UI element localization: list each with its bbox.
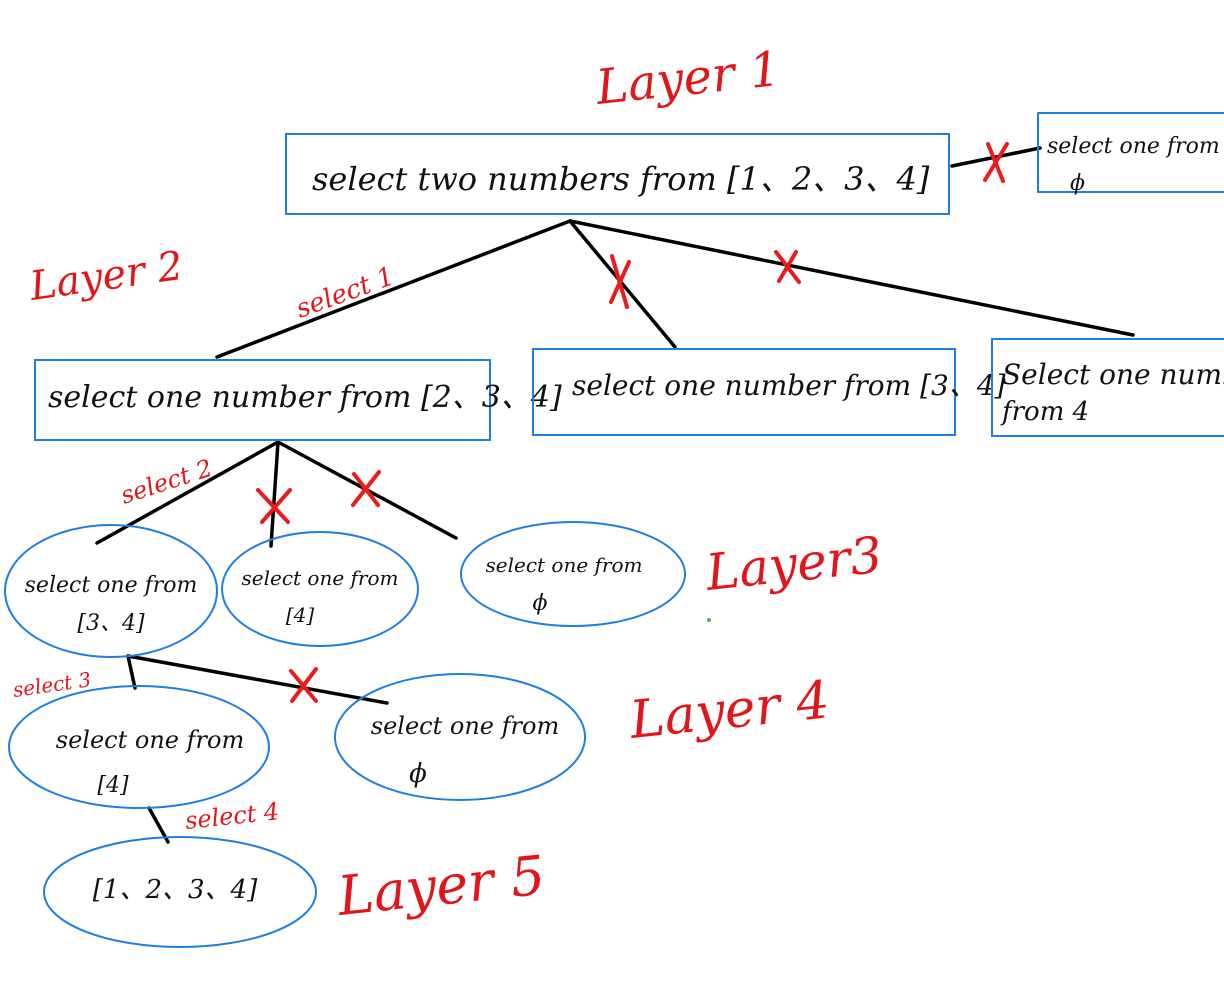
node-l3-a-label-2: [3、4] — [77, 611, 145, 636]
node-l4-a: select one from [4] — [8, 685, 270, 809]
edges — [95, 146, 1135, 844]
pruned-marks — [256, 142, 1009, 703]
cross-icon — [609, 254, 631, 309]
layer-label-5: Layer 5 — [334, 844, 548, 928]
node-root-side-label-1: select one from — [1047, 134, 1220, 159]
node-l3-b: select one from [4] — [221, 531, 419, 647]
node-root-side: select one from ϕ — [1037, 112, 1224, 196]
layer-label-4: Layer 4 — [626, 670, 832, 751]
edge-label-select-1: select 1 — [292, 261, 398, 324]
edge-label-select-2: select 2 — [117, 454, 215, 510]
edge-l3-a-to-l4-b — [126, 654, 389, 705]
edge-l3-a-to-l4-a — [126, 654, 137, 690]
node-l3-a: select one from [3、4] — [4, 524, 218, 658]
node-l5-a-label: [1、2、3、4] — [93, 875, 258, 905]
node-l2-c-label-1: Select one number — [1002, 358, 1224, 391]
cross-icon — [256, 488, 292, 524]
node-l2-a-label: select one number from [2、3、4] — [48, 380, 562, 415]
node-l3-c-label-2: ϕ — [533, 591, 548, 616]
node-l3-b-label-1: select one from — [241, 566, 398, 590]
node-l3-c: select one from ϕ — [460, 521, 686, 627]
node-l5-a: [1、2、3、4] — [43, 836, 317, 948]
node-l2-c: Select one number from 4 — [991, 338, 1224, 437]
node-l4-a-label-2: [4] — [97, 773, 129, 798]
cross-icon — [351, 470, 381, 507]
edge-l2-a-to-l3-b — [269, 440, 280, 548]
edge-label-select-3: select 3 — [11, 667, 92, 702]
edge-root-to-l2-a — [215, 219, 572, 359]
node-l4-a-label-1: select one from — [56, 726, 244, 754]
node-l2-a: select one number from [2、3、4] — [34, 359, 562, 441]
node-l4-b: select one from ϕ — [334, 673, 586, 801]
node-root-side-label-2: ϕ — [1070, 171, 1085, 196]
node-root-label: select two numbers from [1、2、3、4] — [312, 160, 930, 198]
node-l4-b-label-1: select one from — [371, 712, 559, 740]
node-l2-c-label-2: from 4 — [1000, 397, 1089, 427]
layer-label-1: Layer 1 — [592, 41, 783, 116]
cross-icon — [774, 250, 801, 284]
node-root: select two numbers from [1、2、3、4] — [285, 133, 950, 215]
edge-label-select-4: select 4 — [184, 797, 281, 835]
edge-root-to-l2-c — [568, 219, 1135, 337]
node-l3-c-label-1: select one from — [485, 553, 642, 577]
stray-dot — [707, 618, 711, 622]
edge-root-to-l2-b — [568, 219, 677, 349]
node-l3-a-label-1: select one from — [25, 573, 198, 598]
cross-icon — [983, 142, 1009, 183]
cross-icon — [289, 667, 318, 703]
layer-label-2: Layer 2 — [26, 243, 186, 310]
node-l3-b-label-2: [4] — [286, 603, 315, 627]
edge-root-to-side — [950, 146, 1042, 168]
node-l4-b-label-2: ϕ — [409, 759, 427, 789]
node-l2-b: select one number from [3、4] — [532, 348, 1006, 436]
node-l2-b-label: select one number from [3、4] — [572, 369, 1006, 402]
layer-label-3: Layer3 — [702, 526, 885, 602]
